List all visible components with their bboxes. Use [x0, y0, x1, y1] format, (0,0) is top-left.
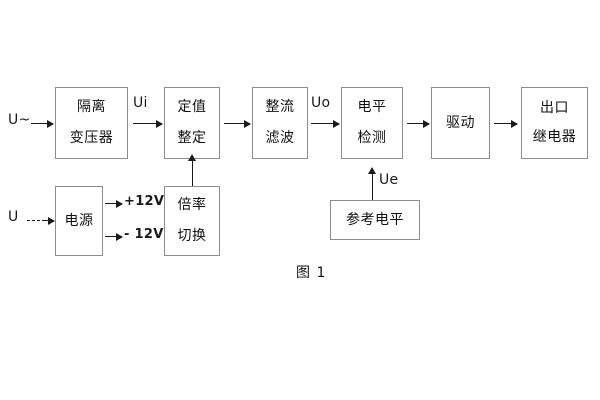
- arrow-drive-to-output-relay: [494, 119, 518, 128]
- signal-label-uo: Uo: [311, 95, 331, 111]
- arrow-power-supply-neg12v: [105, 232, 123, 241]
- block-output-relay-line2: 继电器: [532, 129, 577, 145]
- signal-label-ui: Ui: [133, 95, 148, 111]
- rail-label-neg12v: - 12V: [124, 227, 164, 242]
- block-drive: 驱动: [431, 87, 490, 159]
- block-power-supply-line1: 电源: [64, 212, 94, 229]
- block-rectify-filter-line1: 整流: [265, 99, 295, 116]
- block-output-relay: 出口 继电器: [521, 87, 588, 159]
- block-rectify-filter-line2: 滤波: [265, 130, 295, 146]
- arrow-multiplier-switch-to-setting-value: [188, 154, 197, 186]
- block-setting-value: 定值 整定: [164, 87, 220, 159]
- block-reference-level: 参考电平: [330, 200, 420, 240]
- input-label-ac: U~: [8, 112, 31, 128]
- block-drive-line1: 驱动: [446, 114, 475, 131]
- block-rectify-filter: 整流 滤波: [252, 87, 308, 159]
- block-level-detection-line2: 检测: [357, 130, 387, 146]
- arrow-setting-value-to-rectify-filter: [224, 119, 251, 128]
- rail-label-pos12v: +12V: [124, 194, 165, 209]
- block-isolation-transformer-line1: 隔离: [77, 99, 106, 116]
- dashed-line-dc-input: [27, 220, 40, 221]
- block-output-relay-line1: 出口: [540, 100, 569, 117]
- arrow-reference-level-to-level-detection: [368, 167, 377, 200]
- block-setting-value-line1: 定值: [177, 99, 207, 116]
- block-isolation-transformer: 隔离 变压器: [55, 87, 128, 159]
- block-multiplier-switch-line2: 切换: [177, 228, 207, 244]
- signal-label-ue: Ue: [379, 172, 399, 188]
- block-setting-value-line2: 整定: [177, 130, 207, 146]
- arrow-level-detection-to-drive: [407, 119, 430, 128]
- block-reference-level-line1: 参考电平: [346, 211, 404, 228]
- arrow-rectify-filter-to-level-detection: [311, 119, 340, 128]
- block-level-detection-line1: 电平: [357, 99, 387, 116]
- arrow-ac-input-to-isolation-transformer: [31, 119, 54, 128]
- figure-caption: 图 1: [296, 265, 327, 281]
- block-level-detection: 电平 检测: [341, 87, 403, 159]
- arrow-isolation-transformer-to-setting-value: [133, 119, 163, 128]
- arrow-power-supply-pos12v: [105, 199, 123, 208]
- arrow-dc-input-to-power-supply: [42, 216, 55, 225]
- block-power-supply: 电源: [55, 186, 103, 256]
- block-isolation-transformer-line2: 变压器: [69, 130, 114, 146]
- block-multiplier-switch-line1: 倍率: [177, 197, 207, 214]
- block-multiplier-switch: 倍率 切换: [164, 186, 220, 256]
- input-label-dc: U: [8, 209, 19, 225]
